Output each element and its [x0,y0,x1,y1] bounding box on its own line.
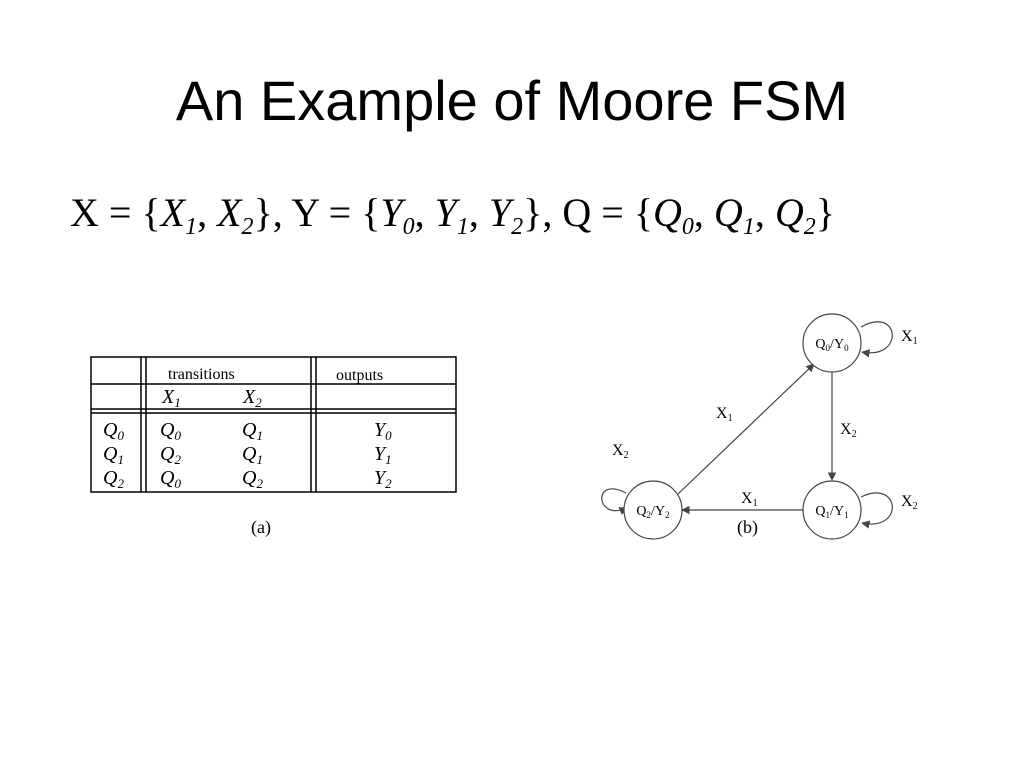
output-cell: Y1 [374,443,392,467]
transition-label: X2 [612,442,629,461]
header-label-backdrop [333,365,397,383]
y-set-item: Y0 [380,190,415,240]
next-state-cell: Q0 [160,467,181,491]
table-frame [90,356,457,493]
header-outputs: outputs [336,367,383,384]
y-set-open: Y = { [282,190,381,235]
table-row: Q1 Q2 Q1 Y1 [103,443,392,467]
state-cell: Q1 [103,443,124,467]
output-cell: Y0 [374,419,392,443]
x-set-item: X2 [217,190,254,240]
y-set-item: Y2 [488,190,524,240]
next-state-cell: Q1 [242,443,263,467]
state-cell: Q0 [103,419,124,443]
svg-text:Q2/Y2: Q2/Y2 [636,504,669,520]
x-set-open: X = { [70,190,161,235]
state-cell: Q2 [103,467,124,491]
transition-label: X2 [840,421,857,440]
next-state-cell: Q2 [242,467,263,491]
next-state-cell: Q2 [160,443,181,467]
q-set-item: Q1 [713,190,755,240]
set-definitions: X = {X1, X2}, Y = {Y0, Y1, Y2}, Q = {Q0,… [70,190,835,240]
table-caption: (a) [251,517,271,538]
transition-arrow [677,363,815,495]
x-set-item: X1 [160,190,198,240]
self-loop-arrow [601,488,628,515]
transition-label: X1 [901,328,918,347]
slide-title: An Example of Moore FSM [175,69,849,132]
input-header: X1 [161,386,181,410]
self-loop-arrow [860,492,893,529]
state-node: Q1/Y1 [802,480,862,540]
table-row: Q0 Q0 Q1 Y0 [103,419,392,443]
header-label-backdrop [165,364,253,382]
q-set-close: } [815,190,835,235]
self-loop-arrow [860,321,893,358]
q-set-item: Q0 [653,190,694,240]
transition-label: X1 [741,490,758,509]
q-set-open: Q = { [552,190,654,235]
diagram-caption: (b) [737,517,758,538]
header-transitions: transitions [168,366,235,383]
svg-text:Q0/Y0: Q0/Y0 [815,337,849,353]
x-set-close: }, [253,190,283,235]
state-node: Q2/Y2 [623,480,683,540]
y-set-close: }, [523,190,553,235]
next-state-cell: Q1 [242,419,263,443]
table-row: Q2 Q0 Q2 Y2 [103,467,392,491]
input-header: X2 [242,386,262,410]
state-node: Q0/Y0 [802,313,862,373]
state-table [90,356,457,493]
y-set-item: Y1 [434,190,469,240]
svg-text:Q1/Y1: Q1/Y1 [815,504,848,520]
transition-label: X2 [901,493,918,512]
output-cell: Y2 [374,467,392,491]
q-set-item: Q2 [774,190,816,240]
transition-label: X1 [716,405,733,424]
next-state-cell: Q0 [160,419,181,443]
